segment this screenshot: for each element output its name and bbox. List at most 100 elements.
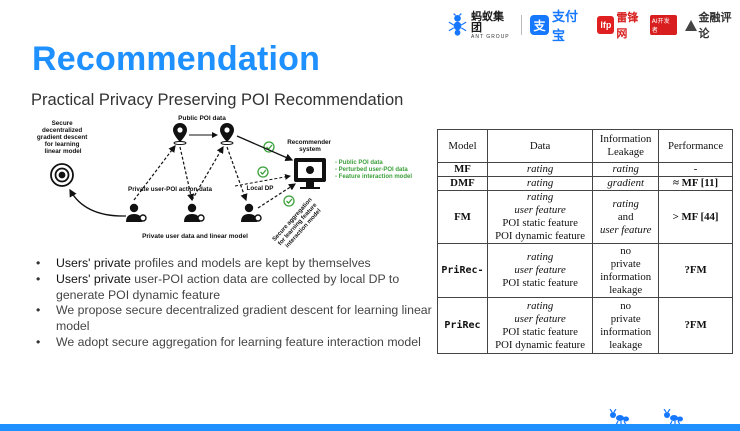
leakage-line: information — [600, 325, 652, 338]
comparison-table: Model Data Information Leakage Performan… — [437, 129, 733, 354]
data-line: POI static feature — [502, 277, 578, 289]
left-label-line: linear model — [44, 148, 81, 155]
cell-model: PriRec — [437, 297, 488, 354]
monitor-icon — [294, 158, 326, 189]
header-performance: Performance — [658, 129, 733, 163]
cell-performance: > MF [44] — [658, 190, 733, 244]
cell-leakage: no private information leakage — [592, 243, 660, 298]
public-poi-label: Public POI data — [178, 115, 226, 122]
bullet-text: user-POI action data are collected by lo… — [56, 271, 400, 302]
aggregation-arrow — [257, 183, 297, 209]
user-to-gd-arrow — [69, 188, 127, 217]
data-line: rating — [526, 191, 554, 203]
local-dp-arrow — [234, 173, 291, 187]
recommender-label-line: Recommender — [287, 139, 331, 146]
leakage-line: and — [617, 210, 634, 223]
leakage-line: private — [610, 312, 641, 325]
legend-item: - Perturbed user-POI data — [335, 167, 408, 173]
data-line: POI static feature — [502, 217, 578, 229]
ant-icon — [448, 13, 467, 36]
left-label-line: Secure — [52, 120, 74, 127]
recommender-label-line: system — [299, 146, 321, 153]
private-user-data-label: Private user data and linear model — [142, 233, 248, 240]
cell-leakage: rating and user feature — [592, 190, 660, 244]
legend-item: - Feature interaction model — [335, 174, 412, 180]
leakage-line: rating — [612, 163, 639, 175]
leifeng-text: 雷锋网 — [616, 11, 639, 40]
leifeng-icon: lfp — [597, 16, 615, 34]
bullet-list: Users' private profiles and models are k… — [36, 256, 446, 351]
alipay-text: 支付宝 — [552, 10, 579, 44]
leakage-line: user feature — [599, 223, 652, 236]
recommender-label: Recommender system — [287, 139, 333, 153]
user-gear-icon — [126, 203, 147, 222]
cell-data: rating user feature POI static feature P… — [486, 190, 594, 244]
leakage-line: no — [620, 299, 632, 312]
cell-performance: ?FM — [658, 243, 733, 298]
left-label-line: decentralized — [42, 127, 82, 134]
data-line: rating — [526, 251, 554, 263]
data-line: POI static feature — [502, 325, 578, 338]
table-header-row: Model Data Information Leakage Performan… — [437, 129, 733, 163]
header-data: Data — [486, 129, 594, 163]
ant-icon — [663, 409, 683, 425]
alipay-icon: 支 — [529, 15, 550, 35]
cell-model: PriRec- — [437, 243, 488, 298]
slide-subtitle: Practical Privacy Preserving POI Recomme… — [31, 91, 404, 109]
header-model: Model — [437, 129, 488, 163]
leifeng-badge: AI开发者 — [649, 15, 677, 35]
logo-divider — [521, 15, 522, 35]
architecture-diagram: Secure decentralized gradient descent fo… — [37, 115, 412, 249]
data-line: user feature — [514, 264, 566, 276]
cell-model: DMF — [437, 176, 488, 191]
leakage-line: private — [610, 257, 641, 270]
leakage-line: no — [620, 244, 632, 257]
leakage-line: rating — [612, 197, 639, 210]
header-logos: 蚂蚁集团 ANT GROUP 支 支付宝 lfp 雷锋网 AI开发者 金融评论 — [447, 8, 740, 44]
cell-leakage: no private information leakage — [592, 297, 660, 354]
local-dp-label: Local DP — [247, 185, 274, 192]
leifeng-logo: lfp 雷锋网 AI开发者 — [597, 9, 677, 41]
left-label-line: for learning — [45, 141, 80, 148]
left-label-line: gradient descent — [37, 134, 88, 141]
bullet-text: We adopt secure aggregation for learning… — [56, 334, 421, 349]
bullet-text: profiles and models are kept by themselv… — [130, 256, 371, 270]
data-line: POI dynamic feature — [495, 230, 586, 242]
jinrong-text: 金融评论 — [698, 11, 732, 40]
bullet-item: We adopt secure aggregation for learning… — [36, 335, 446, 351]
table-row: FM rating user feature POI static featur… — [437, 190, 733, 244]
poi-pin-icon — [173, 123, 187, 145]
ant-logo-en: ANT GROUP — [471, 33, 510, 40]
triangle-icon — [684, 19, 697, 31]
cell-data: rating user feature POI static feature — [486, 243, 594, 298]
header-leakage: Information Leakage — [592, 129, 660, 163]
cell-model: FM — [437, 190, 488, 244]
gradient-descent-icon — [50, 163, 74, 187]
bullet-item: We propose secure decentralized gradient… — [36, 303, 446, 335]
ant-icon — [609, 409, 629, 425]
data-line: POI dynamic feature — [495, 338, 586, 351]
cell-model: MF — [437, 162, 488, 177]
user-gear-icon — [241, 203, 262, 222]
recommender-legend: - Public POI data - Perturbed user-POI d… — [335, 160, 412, 180]
cell-data: rating — [486, 162, 594, 177]
legend-item: - Public POI data — [335, 160, 383, 166]
data-line: user feature — [514, 204, 566, 216]
bullet-emph: Users' private — [56, 256, 131, 270]
private-action-label: Private user-POI action data — [128, 186, 212, 193]
action-arrow — [191, 145, 224, 201]
cell-performance: - — [658, 162, 733, 177]
footer-ants — [608, 409, 684, 425]
table-row: PriRec rating user feature POI static fe… — [437, 297, 733, 354]
poi-to-user-arrow — [179, 146, 195, 202]
footer-bar — [0, 424, 740, 431]
data-line: rating — [526, 299, 554, 312]
bullet-item: Users' private user-POI action data are … — [36, 272, 446, 304]
ant-group-logo: 蚂蚁集团 ANT GROUP — [447, 11, 513, 40]
bullet-text: We propose secure decentralized gradient… — [56, 303, 432, 334]
action-arrow — [133, 145, 176, 201]
check-icon — [263, 141, 275, 153]
cell-data: rating user feature POI static feature P… — [486, 297, 594, 354]
cell-performance: ?FM — [658, 297, 733, 354]
bullet-emph: Users' private — [56, 271, 131, 286]
